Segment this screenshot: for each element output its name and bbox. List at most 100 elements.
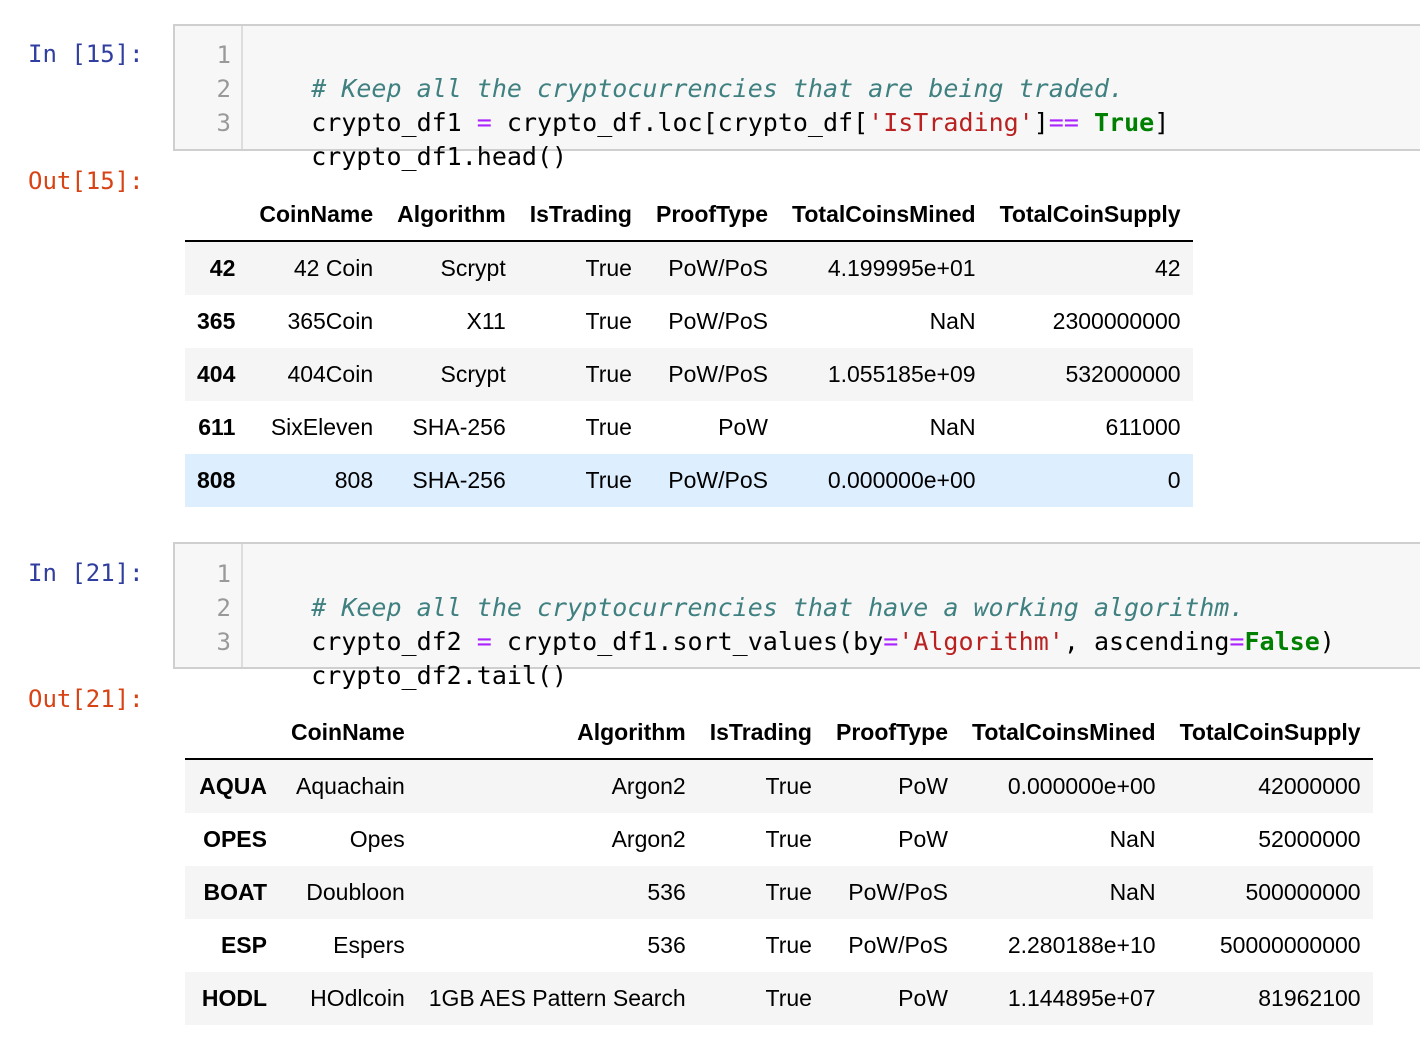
column-header: TotalCoinsMined bbox=[780, 188, 988, 242]
code-comment: # Keep all the cryptocurrencies that are… bbox=[311, 74, 1124, 103]
code-keyword: False bbox=[1244, 627, 1320, 656]
row-index: 404 bbox=[197, 361, 236, 387]
row-index: 365 bbox=[197, 308, 236, 334]
table-cell: PoW/PoS bbox=[848, 879, 949, 905]
code-string: 'IsTrading' bbox=[868, 108, 1034, 137]
output-prompt: Out[15]: bbox=[28, 167, 144, 195]
table-row: BOAT Doubloon 536 True PoW/PoS NaN 50000… bbox=[185, 866, 1373, 919]
code-line: # Keep all the cryptocurrencies that hav… bbox=[251, 557, 1244, 622]
code-operator: = bbox=[1229, 627, 1245, 656]
table-cell: PoW/PoS bbox=[848, 932, 949, 958]
code-operator: = bbox=[883, 627, 899, 656]
table-row: 404 404Coin Scrypt True PoW/PoS 1.055185… bbox=[185, 348, 1193, 401]
table-cell: True bbox=[765, 985, 812, 1011]
code-text: ) bbox=[1319, 627, 1335, 656]
table-cell: PoW bbox=[898, 773, 949, 799]
table-cell: PoW bbox=[898, 826, 949, 852]
column-header: TotalCoinSupply bbox=[987, 188, 1193, 242]
table-cell: 1.144895e+07 bbox=[1007, 985, 1156, 1011]
table-cell: True bbox=[765, 879, 812, 905]
table-cell: 611000 bbox=[1105, 414, 1181, 440]
table-cell: 536 bbox=[647, 932, 686, 958]
row-index: ESP bbox=[220, 932, 267, 958]
table-cell: True bbox=[585, 308, 632, 334]
row-index: BOAT bbox=[203, 879, 267, 905]
table-cell: Scrypt bbox=[440, 255, 506, 281]
table-row-hovered: 808 808 SHA-256 True PoW/PoS 0.000000e+0… bbox=[185, 454, 1193, 507]
line-number: 2 bbox=[216, 594, 231, 622]
table-cell: True bbox=[585, 467, 632, 493]
table-cell: Opes bbox=[349, 826, 405, 852]
table-cell: 0.000000e+00 bbox=[1007, 773, 1156, 799]
line-number-gutter bbox=[175, 26, 243, 149]
table-cell: True bbox=[765, 932, 812, 958]
table-cell: 4.199995e+01 bbox=[827, 255, 976, 281]
row-index: OPES bbox=[203, 826, 267, 852]
table-cell: NaN bbox=[1109, 879, 1156, 905]
table-cell: PoW/PoS bbox=[668, 467, 769, 493]
table-cell: PoW bbox=[898, 985, 949, 1011]
table-cell: Aquachain bbox=[296, 773, 405, 799]
code-cell[interactable]: 1 2 3 # Keep all the cryptocurrencies th… bbox=[173, 542, 1420, 690]
table-cell: PoW/PoS bbox=[668, 361, 769, 387]
table-cell: Argon2 bbox=[611, 826, 686, 852]
table-cell: 2300000000 bbox=[1052, 308, 1181, 334]
column-header: Algorithm bbox=[385, 188, 518, 242]
table-cell: True bbox=[585, 414, 632, 440]
code-line: crypto_df1.head() bbox=[251, 106, 567, 171]
code-operator: == bbox=[1048, 108, 1079, 137]
index-header bbox=[185, 706, 279, 760]
table-cell: 42 Coin bbox=[293, 255, 374, 281]
table-cell: SHA-256 bbox=[412, 414, 506, 440]
table-cell: 2.280188e+10 bbox=[1007, 932, 1156, 958]
code-text: ] bbox=[1033, 108, 1049, 137]
index-header bbox=[185, 188, 248, 242]
table-cell: 500000000 bbox=[1245, 879, 1361, 905]
input-prompt: In [21]: bbox=[28, 559, 144, 587]
code-cell[interactable]: 1 2 3 # Keep all the cryptocurrencies th… bbox=[173, 24, 1420, 171]
table-row: 365 365Coin X11 True PoW/PoS NaN 2300000… bbox=[185, 295, 1193, 348]
table-header-row: CoinName Algorithm IsTrading ProofType T… bbox=[185, 706, 1373, 760]
column-header: TotalCoinSupply bbox=[1167, 706, 1373, 760]
table-cell: 532000000 bbox=[1065, 361, 1181, 387]
code-text: , ascending bbox=[1063, 627, 1230, 656]
code-line: crypto_df2.tail() bbox=[251, 625, 567, 690]
table-cell: True bbox=[765, 826, 812, 852]
line-number: 3 bbox=[216, 109, 231, 137]
table-cell: X11 bbox=[466, 308, 506, 334]
line-number: 1 bbox=[216, 41, 231, 69]
code-string: 'Algorithm' bbox=[898, 627, 1064, 656]
table-row: HODL HOdlcoin 1GB AES Pattern Search Tru… bbox=[185, 972, 1373, 1025]
table-cell: 0.000000e+00 bbox=[827, 467, 976, 493]
table-cell: 1.055185e+09 bbox=[827, 361, 976, 387]
code-text: crypto_df2 bbox=[311, 627, 477, 656]
table-row: AQUA Aquachain Argon2 True PoW 0.000000e… bbox=[185, 759, 1373, 813]
table-row: 611 SixEleven SHA-256 True PoW NaN 61100… bbox=[185, 401, 1193, 454]
code-text: crypto_df1 bbox=[311, 108, 477, 137]
table-row: 42 42 Coin Scrypt True PoW/PoS 4.199995e… bbox=[185, 241, 1193, 295]
code-comment: # Keep all the cryptocurrencies that hav… bbox=[311, 593, 1245, 622]
table-header-row: CoinName Algorithm IsTrading ProofType T… bbox=[185, 188, 1193, 242]
table-cell: 365Coin bbox=[287, 308, 374, 334]
code-text: crypto_df.loc[crypto_df[ bbox=[491, 108, 869, 137]
column-header: TotalCoinsMined bbox=[960, 706, 1168, 760]
table-cell: Argon2 bbox=[611, 773, 686, 799]
code-text: crypto_df1.head() bbox=[311, 142, 568, 171]
column-header: CoinName bbox=[247, 188, 386, 242]
row-index: 611 bbox=[198, 414, 236, 440]
row-index: 42 bbox=[209, 255, 236, 281]
table-cell: 808 bbox=[334, 467, 374, 493]
code-text: crypto_df1.sort_values(by bbox=[491, 627, 884, 656]
table-cell: SixEleven bbox=[270, 414, 374, 440]
table-cell: SHA-256 bbox=[412, 467, 506, 493]
table-cell: NaN bbox=[929, 414, 976, 440]
code-line: # Keep all the cryptocurrencies that are… bbox=[251, 38, 1124, 103]
code-text bbox=[1079, 108, 1094, 137]
table-cell: True bbox=[765, 773, 812, 799]
table-cell: 81962100 bbox=[1258, 985, 1361, 1011]
line-number: 3 bbox=[216, 628, 231, 656]
table-cell: True bbox=[585, 255, 632, 281]
code-line: crypto_df1 = crypto_df.loc[crypto_df['Is… bbox=[251, 72, 1169, 137]
row-index: HODL bbox=[201, 985, 267, 1011]
input-prompt: In [15]: bbox=[28, 40, 144, 68]
